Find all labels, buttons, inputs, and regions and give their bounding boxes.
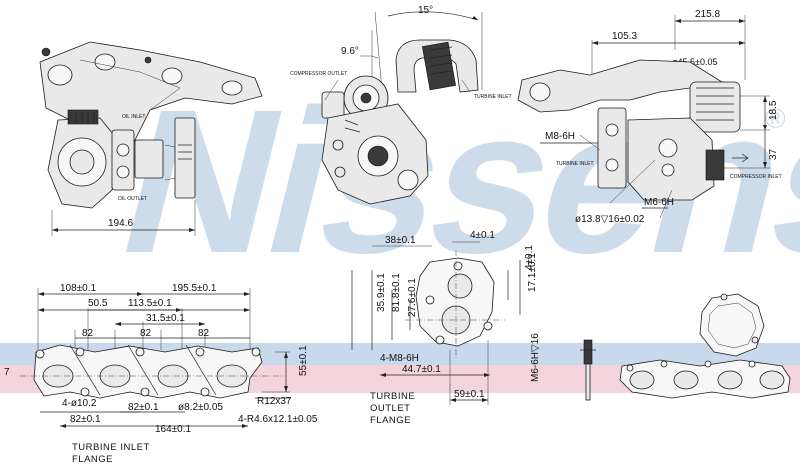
stud-bolt [580, 339, 596, 401]
right-dim-side2: 37 [768, 148, 779, 160]
middle-outlet-pipe [395, 39, 479, 93]
left-view: OIL INLET OIL OUTLET 194.6 [39, 41, 263, 236]
right-leaders [540, 134, 673, 219]
left-turbine-housing [47, 109, 119, 209]
outlet-d38: 38±0.1 [385, 235, 416, 246]
inlet-d195: 195.5±0.1 [172, 283, 217, 294]
outlet-d818: 81.8±0.1 [391, 273, 402, 312]
middle-angle-side: 9.6° [341, 46, 359, 57]
inlet-d55: 55±0.1 [298, 345, 309, 376]
left-oil-inlet-label: OIL INLET [122, 114, 145, 120]
outlet-caption-2: OUTLET [370, 403, 410, 414]
inlet-d164: 164±0.1 [155, 424, 192, 435]
inlet-d82m: 82±0.1 [128, 402, 159, 413]
outlet-thread2: M6-6H▽16 [530, 333, 541, 382]
outlet-caption-1: TURBINE [370, 391, 415, 402]
right-turbo-body [597, 107, 725, 201]
inlet-slots: 4-R4.6x12.1±0.05 [238, 414, 318, 425]
inlet-d113: 113.5±0.1 [128, 298, 172, 309]
gasket-inlet [619, 359, 791, 399]
outlet-caption-3: FLANGE [370, 415, 411, 426]
inlet-flange-plate [20, 344, 285, 399]
watermark-registered: ® [765, 103, 786, 134]
middle-view: 15° 9.6° COMPRESSOR OUTLET TURBINE INLET [290, 5, 512, 205]
right-dia-outlet: ø45.5±0.05 [672, 57, 717, 67]
inlet-r12: R12x37 [257, 396, 292, 407]
right-turbine-inlet-label: TURBINE INLET [556, 161, 594, 167]
middle-turbine-inlet-label: TURBINE INLET [474, 94, 512, 100]
left-oil-outlet-label: OIL OUTLET [118, 196, 147, 202]
outlet-flange-dims [351, 241, 521, 405]
outlet-d-small: 4±0.1 [524, 245, 535, 270]
inlet-flange-bottom-dims [40, 351, 290, 428]
middle-compressor-outlet-label: COMPRESSOR OUTLET [290, 71, 347, 77]
outlet-d59: 59±0.1 [454, 389, 485, 400]
inlet-flange-dimensions [37, 288, 251, 350]
outlet-d276: 27.6±0.1 [407, 278, 418, 317]
middle-angle-annotations [360, 11, 483, 95]
outlet-d171: 17.1±0.1 [527, 253, 538, 292]
inlet-d108: 108±0.1 [60, 283, 97, 294]
inlet-holes: 4-ø10.2 [62, 398, 97, 409]
inlet-d82c: 82 [198, 328, 210, 339]
left-width-dimension [51, 200, 196, 236]
right-compressor-inlet-label: COMPRESSOR INLET [730, 174, 782, 180]
right-thread2: M6-6H [644, 197, 674, 208]
outlet-d447: 44.7±0.1 [402, 364, 441, 375]
right-bore: ø13.8▽16±0.02 [575, 214, 645, 225]
right-view: 215.8 105.3 ø45.5±0.05 18.5 37 M8-6H [517, 9, 782, 225]
right-dim-overall: 215.8 [695, 9, 720, 20]
right-thread1: M8-6H [545, 131, 575, 142]
outlet-flange-plate [405, 250, 505, 360]
inlet-caption-1: TURBINE INLET [72, 442, 150, 453]
right-dim-inner: 105.3 [612, 31, 637, 42]
inlet-caption-2: FLANGE [72, 454, 113, 465]
outlet-d358: 35.9±0.1 [376, 273, 387, 312]
left-center-section [111, 117, 196, 199]
right-manifold [517, 59, 741, 133]
inlet-d7: 7 [4, 367, 10, 378]
inlet-d82b2: 82±0.1 [70, 414, 101, 425]
inlet-d50: 50.5 [88, 298, 108, 309]
gasket-outlet [699, 293, 765, 357]
outlet-thread: 4-M8-6H [380, 353, 419, 364]
left-width-value: 194.6 [108, 218, 133, 229]
inlet-d82a: 82 [82, 328, 94, 339]
inlet-d31: 31.5±0.1 [146, 313, 185, 324]
inlet-d82b: 82 [140, 328, 152, 339]
outlet-d4: 4±0.1 [470, 230, 495, 241]
inlet-d8: ø8.2±0.05 [178, 402, 223, 413]
middle-turbine-housing [321, 103, 429, 205]
right-dim-side1: 18.5 [768, 100, 779, 120]
middle-angle-top: 15° [418, 5, 433, 16]
